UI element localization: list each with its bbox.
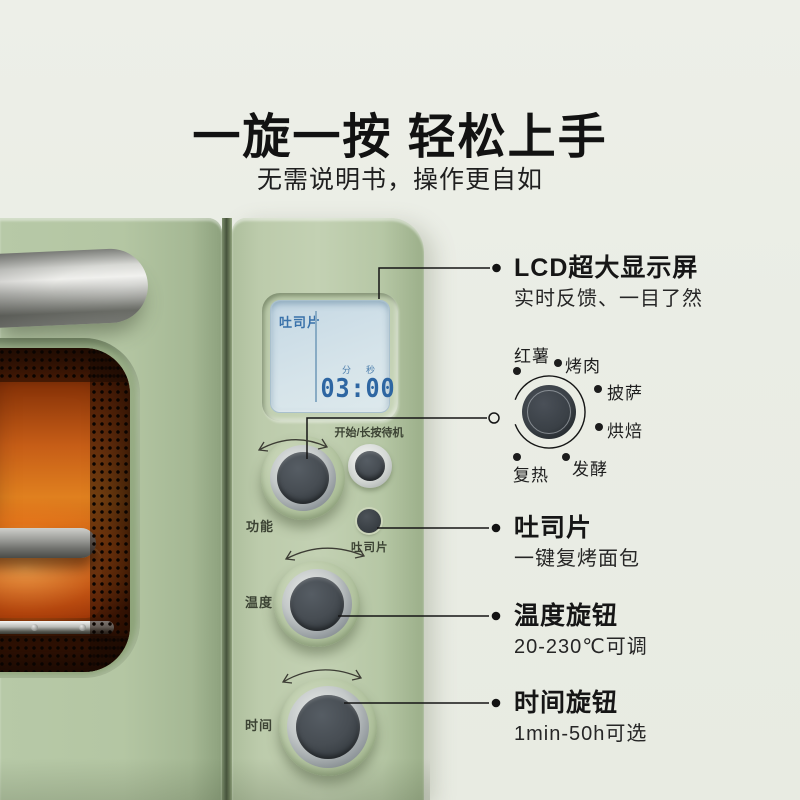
annotation-subtitle: 20-230℃可调 [514,636,648,658]
start-button-label: 开始/长按待机 [334,427,404,439]
annotation-title: LCD超大显示屏 [514,254,699,282]
dial-option-pisa: 披萨 [607,384,643,403]
annotation-title: 时间旋钮 [514,689,619,717]
page-subtitle: 无需说明书，操作更自如 [256,166,543,194]
dial-option-dot [562,453,570,461]
dial-option-dot [554,359,562,367]
temperature-knob [290,577,344,631]
dial-option-fure: 复热 [513,466,549,485]
lcd-second-label: 秒 [366,365,376,375]
page-title: 一旋一按 轻松上手 [192,111,608,164]
window-halftone-bottom [0,636,130,672]
dial-knob-inner-ring [527,390,571,434]
floor-shadow [0,758,430,800]
oven-window [0,348,130,672]
toast-button [357,509,381,533]
annotation-title: 吐司片 [514,514,593,542]
dial-diagram-knob [522,385,576,439]
rail-screw [31,624,38,631]
rail-screw [79,624,86,631]
dial-option-dot [513,453,521,461]
door-handle [0,247,150,328]
dial-option-hongbei: 烘焙 [607,422,643,441]
dial-option-dot [595,423,603,431]
dial-option-hongshu: 红薯 [514,347,550,366]
window-halftone-right [90,348,130,672]
dial-option-dot [513,367,521,375]
annotation-subtitle: 实时反馈、一目了然 [514,288,703,310]
door-panel-seam [222,218,232,800]
annotation-subtitle: 一键复烤面包 [514,548,640,570]
lcd-mode-text: 吐司片 [279,315,322,330]
lcd-time-display: 03:00 [320,374,396,404]
function-knob [277,452,329,504]
dial-option-fajiao: 发酵 [572,460,608,479]
rack-front-rail [0,621,114,634]
annotation-title: 温度旋钮 [514,602,619,630]
lcd-bezel: 吐司片 分 秒 03:00 [262,293,398,421]
lcd-divider [315,311,317,402]
annotation-subtitle: 1min-50h可选 [514,723,648,745]
lcd-minute-label: 分 [342,365,352,375]
annotation-temperature: 温度旋钮 20-230℃可调 [514,602,648,659]
lcd-screen: 吐司片 分 秒 03:00 [270,300,396,413]
function-knob-label: 功能 [246,519,275,534]
rack-support-bar [0,528,96,558]
time-knob [296,695,360,759]
temperature-knob-label: 温度 [245,595,274,610]
annotation-time: 时间旋钮 1min-50h可选 [514,689,647,746]
time-knob-label: 时间 [245,718,274,733]
dial-option-kaorou: 烤肉 [565,357,601,376]
start-button [355,451,385,481]
dial-option-dot [594,385,602,393]
annotation-toast: 吐司片 一键复烤面包 [514,514,640,571]
toast-button-label: 吐司片 [351,542,389,554]
annotation-lcd: LCD超大显示屏 实时反馈、一目了然 [514,254,703,311]
